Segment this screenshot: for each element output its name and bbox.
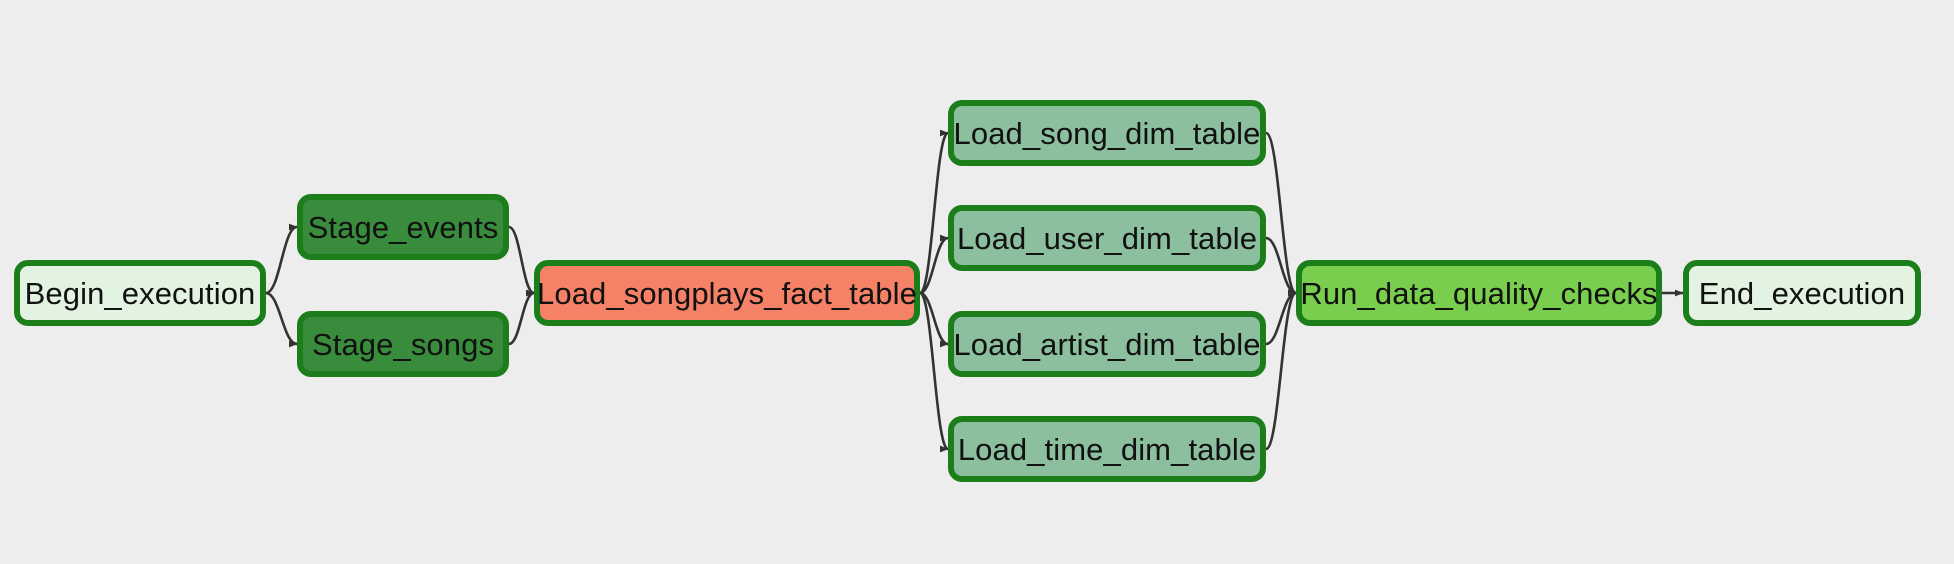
dag-node-stage_songs[interactable]: Stage_songs	[297, 311, 509, 377]
dag-node-label: Stage_songs	[311, 326, 495, 362]
dag-node-load_song_dim_table[interactable]: Load_song_dim_table	[948, 100, 1266, 166]
dag-node-load_songplays_fact_table[interactable]: Load_songplays_fact_table	[534, 260, 920, 326]
dag-node-load_user_dim_table[interactable]: Load_user_dim_table	[948, 205, 1266, 271]
dag-node-label: End_execution	[1698, 275, 1906, 311]
dag-node-stage_events[interactable]: Stage_events	[297, 194, 509, 260]
dag-node-label: Load_artist_dim_table	[953, 326, 1261, 362]
dag-edge-load_time_dim_table-to-run_data_quality_checks	[1264, 289, 1298, 451]
dag-node-load_artist_dim_table[interactable]: Load_artist_dim_table	[948, 311, 1266, 377]
dag-node-label: Load_song_dim_table	[953, 115, 1261, 151]
dag-node-label: Load_user_dim_table	[956, 220, 1258, 256]
dag-edge-load_songplays_fact_table-to-load_song_dim_table	[918, 129, 950, 295]
dag-node-label: Run_data_quality_checks	[1300, 275, 1658, 311]
dag-node-load_time_dim_table[interactable]: Load_time_dim_table	[948, 416, 1266, 482]
dag-edge-load_song_dim_table-to-run_data_quality_checks	[1264, 131, 1298, 297]
dag-node-label: Begin_execution	[24, 275, 256, 311]
dag-node-label: Load_songplays_fact_table	[537, 275, 917, 311]
dag-edge-begin_execution-to-stage_songs	[265, 291, 298, 348]
dag-node-begin_execution[interactable]: Begin_execution	[14, 260, 266, 326]
dag-node-label: Load_time_dim_table	[957, 431, 1257, 467]
dag-node-run_data_quality_checks[interactable]: Run_data_quality_checks	[1296, 260, 1662, 326]
dag-edge-begin_execution-to-stage_events	[265, 223, 298, 295]
dag-edge-load_songplays_fact_table-to-load_time_dim_table	[918, 291, 950, 453]
dag-node-end_execution[interactable]: End_execution	[1683, 260, 1921, 326]
dag-node-label: Stage_events	[307, 209, 499, 245]
